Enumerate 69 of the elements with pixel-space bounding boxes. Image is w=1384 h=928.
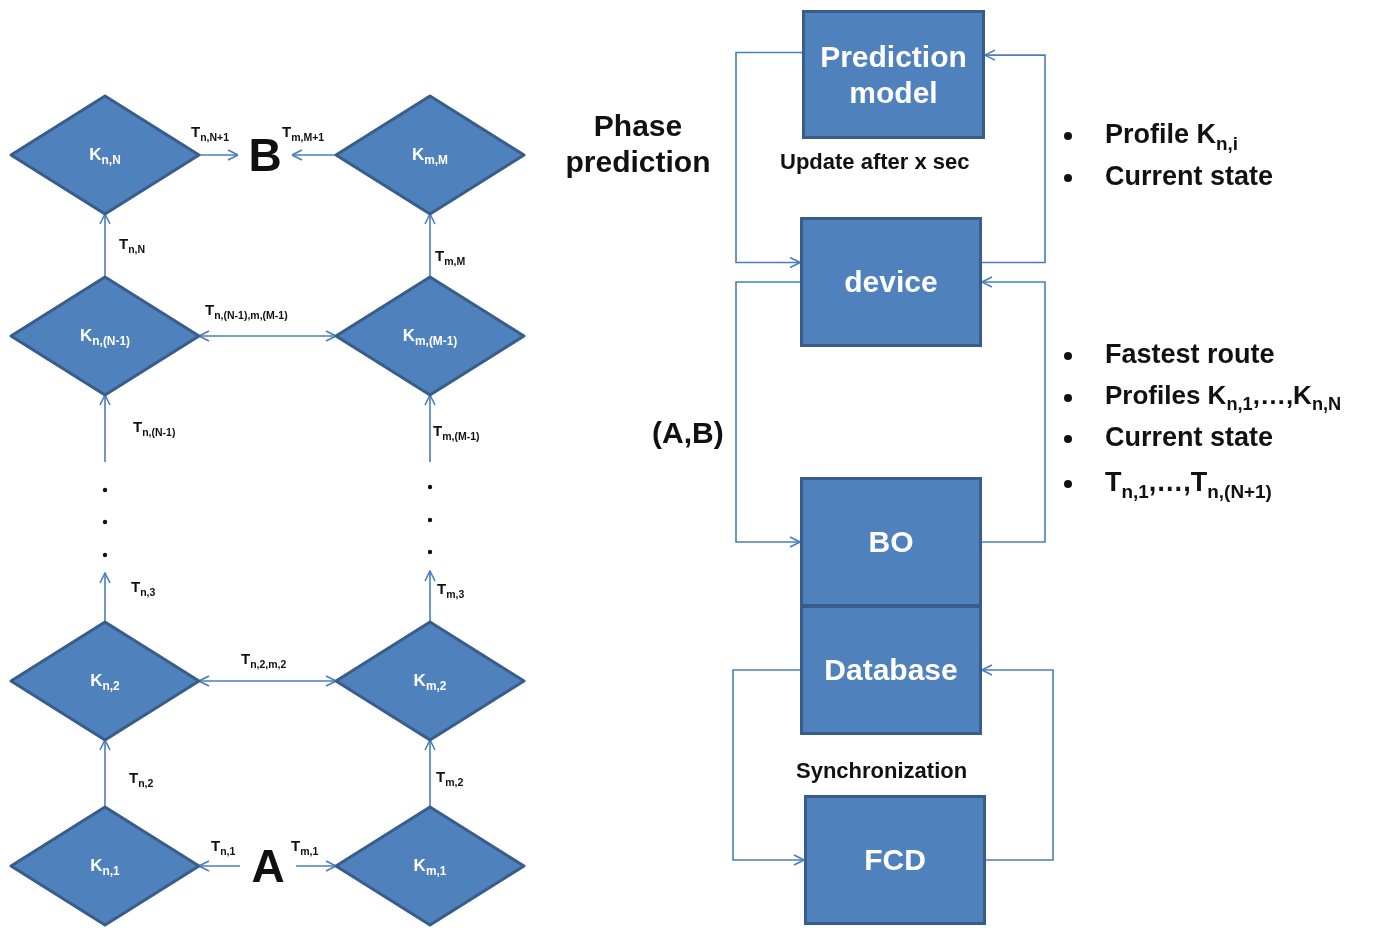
edge-label: T$_{n,(N-1),m,(M-1)}$ [204,302,289,319]
text-label: Phase prediction [564,108,712,180]
arrow [99,394,111,463]
edge-label: T$_{m,M}$ [434,248,467,265]
edge-label: T$_{n,N+1}$ [190,124,231,141]
edge-label: T$_{m,M+1}$ [281,124,326,141]
process-box [804,795,986,925]
edge-label: T$_{n,(N-1)}$ [132,419,177,436]
process-box [800,477,982,607]
text-label: Profiles K$_{n,1}$,…,K$_{n,N}$ [1105,380,1342,412]
node-label: K$_{m,(M-1)}$ [402,325,458,347]
edge-label: T$_{n,N}$ [118,236,147,253]
process-box [802,10,985,139]
edge-label: T$_{n,2,m,2}$ [240,651,288,668]
text-label: Profile K$_{n,i}$ [1105,118,1239,151]
arrow [424,394,436,463]
arrow [198,330,337,342]
process-box [800,605,982,735]
node-label: Prediction model [819,38,968,111]
arrow [99,213,111,278]
text-label: Current state [1105,160,1274,193]
diamond-node [11,622,199,740]
text-label: Update after x sec [780,149,970,176]
node-label: device [844,264,938,300]
arrow [732,669,805,866]
diamond-node [11,96,199,214]
edge-label: T$_{n,3}$ [130,579,157,596]
arrow [291,149,337,161]
node-label: K$_{m,2}$ [413,670,447,692]
arrow [981,49,1046,264]
edge-label: T$_{m,(M-1)}$ [432,423,481,440]
arrow [424,739,436,808]
arrow [295,860,337,872]
edge-label: T$_{n,2}$ [128,770,155,787]
edge-label: T$_{m,1}$ [290,838,320,855]
text-label: Synchronization [796,758,968,785]
node-label: K$_{n,1}$ [90,855,120,877]
diamond-node [336,622,524,740]
node-label: K$_{m,1}$ [413,855,447,877]
diamond-node [336,277,524,395]
arrow [981,276,1046,543]
node-label: K$_{n,(N-1)}$ [80,325,130,347]
arrow [99,739,111,808]
diamond-node [336,96,524,214]
arrow [198,675,337,687]
node-label: Database [824,652,958,688]
edge-label: T$_{m,3}$ [436,581,466,598]
text-label: Fastest route [1105,338,1275,371]
arrow [981,664,1054,861]
node-label: BO [868,524,914,560]
process-box [800,217,982,347]
diamond-node [11,277,199,395]
node-label: K$_{n,2}$ [90,670,120,692]
arrow [198,860,241,872]
arrow [735,51,803,269]
arrow [735,281,801,548]
text-label: (A,B) [652,415,724,451]
node-label: K$_{n,N}$ [89,144,121,166]
arrow [424,570,436,623]
text-label: Current state [1105,421,1274,454]
arrow [424,213,436,278]
diamond-node [336,807,524,925]
edge-label: T$_{n,1}$ [210,838,237,855]
node-label: FCD [864,842,926,878]
node-label: K$_{m,M}$ [411,144,449,166]
arrow [99,572,111,623]
diamond-node [11,807,199,925]
edge-label: T$_{m,2}$ [435,769,465,786]
arrow [198,149,239,161]
